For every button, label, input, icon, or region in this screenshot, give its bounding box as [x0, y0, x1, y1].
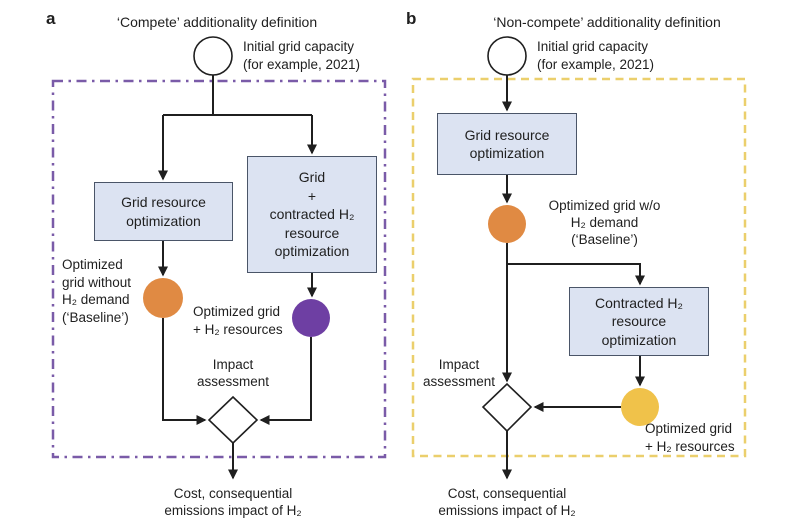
optimized-node-a: [292, 299, 330, 337]
panel-a-impact-assessment-label: Impact assessment: [196, 357, 270, 389]
optimized-node-b: [621, 388, 659, 426]
panel-b-impact-assessment-label: Impact assessment: [422, 357, 496, 389]
compete-boundary-dashdot: [51, 79, 387, 459]
panel-b-start-label: Initial grid capacity (for example, 2021…: [537, 39, 655, 72]
panel-b-baseline-label: Optimized grid w/o H₂ demand (‘Baseline’…: [548, 198, 661, 247]
panel-b-contracted-h2-box: Contracted H₂ resource optimization: [569, 287, 709, 356]
flow-a-baseline-to-impact-arrow: [162, 318, 207, 425]
impact-diamond-a: [207, 395, 259, 445]
panel-b-label: b: [406, 9, 417, 28]
panel-b-title: ‘Non-compete’ additionality definition: [493, 14, 721, 30]
start-node-a: [193, 36, 233, 76]
panel-a-grid-contracted-h2-box: Grid + contracted H₂ resource optimizati…: [247, 156, 377, 273]
panel-a-start-label: Initial grid capacity (for example, 2021…: [243, 39, 361, 72]
panel-a-baseline-label: Optimized grid without H₂ demand (‘Basel…: [62, 257, 132, 325]
panel-a-label: a: [46, 9, 56, 28]
flow-b-branch-to-contracted-arrow: [507, 263, 645, 286]
panel-a-output-label: Cost, consequential emissions impact of …: [164, 486, 302, 518]
start-node-b: [487, 36, 527, 76]
panel-b-grid-optimization-box: Grid resource optimization: [437, 113, 577, 175]
baseline-node-a: [143, 278, 183, 318]
flow-a-optimized-to-impact-arrow: [259, 337, 312, 425]
panel-a-grid-optimization-box: Grid resource optimization: [94, 182, 233, 241]
baseline-node-b: [488, 205, 526, 243]
panel-b-optimized-grid-label: Optimized grid + H₂ resources: [645, 421, 735, 454]
panel-b-output-label: Cost, consequential emissions impact of …: [438, 486, 576, 518]
noncompete-boundary-dashed: [411, 77, 747, 458]
panel-a-optimized-grid-label: Optimized grid + H₂ resources: [193, 304, 283, 337]
impact-diamond-b: [481, 382, 533, 433]
flow-a-stem-and-split: [163, 75, 312, 116]
panel-a-title: ‘Compete’ additionality definition: [116, 14, 318, 30]
